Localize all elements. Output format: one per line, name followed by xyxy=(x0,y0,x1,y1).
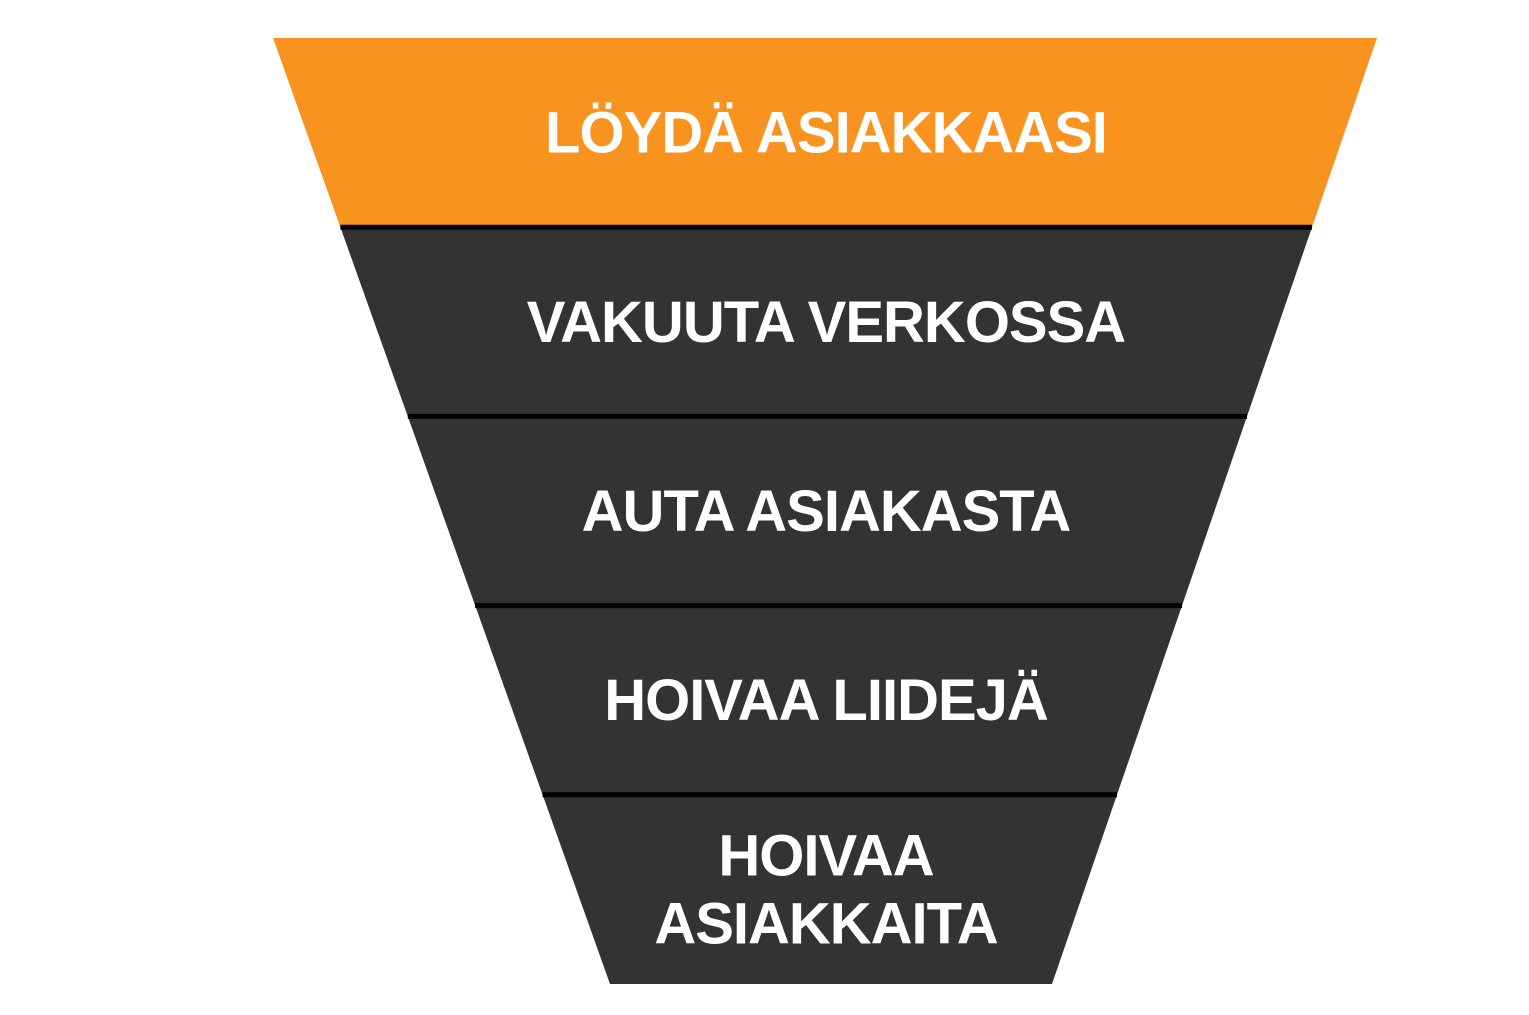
funnel-labels: LÖYDÄ ASIAKKAASI VAKUUTA VERKOSSA AUTA ASI… xyxy=(527,100,1127,956)
funnel-dividers xyxy=(340,224,1312,798)
funnel-stage-label-line: LÖYDÄ ASIAKKAASI xyxy=(545,100,1107,165)
funnel-stage-label-3: AUTA ASIAKASTA xyxy=(582,479,1071,544)
funnel-stages xyxy=(273,38,1377,984)
funnel-stage-label-1: LÖYDÄ ASIAKKAASI xyxy=(545,100,1107,165)
funnel-stage-4 xyxy=(475,605,1182,795)
funnel-stage-5 xyxy=(542,794,1117,984)
funnel-stage-2 xyxy=(340,227,1312,417)
funnel-stage-label-line: HOIVAA LIIDEJÄ xyxy=(604,668,1048,733)
funnel-stage-label-line: VAKUUTA VERKOSSA xyxy=(527,289,1126,354)
funnel-stage-label-line: HOIVAA xyxy=(718,823,933,888)
funnel-stage-label-line: ASIAKKAITA xyxy=(654,891,997,956)
funnel-stage-3 xyxy=(407,416,1247,606)
funnel-stage-label-2: VAKUUTA VERKOSSA xyxy=(527,289,1126,354)
funnel-stage-label-4: HOIVAA LIIDEJÄ xyxy=(604,668,1048,733)
funnel-stage-label-line: AUTA ASIAKASTA xyxy=(582,479,1071,544)
funnel-stage-1 xyxy=(273,38,1377,228)
